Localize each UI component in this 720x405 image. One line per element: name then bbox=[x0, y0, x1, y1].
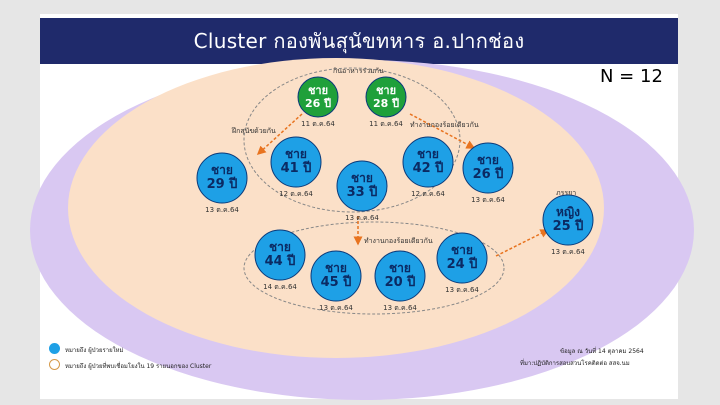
label-same-unit-2: ทำงานกองร้อยเดียวกัน bbox=[364, 237, 433, 245]
case-age: 28 ปี bbox=[372, 97, 400, 110]
case-date: 13 ต.ค.64 bbox=[319, 304, 353, 312]
case-circle-c2 bbox=[365, 76, 407, 118]
case-date: 14 ต.ค.64 bbox=[263, 283, 297, 291]
case-age: 25 ปี bbox=[552, 219, 584, 234]
case-date: 11 ต.ค.64 bbox=[301, 120, 335, 128]
case-circle-c1 bbox=[297, 76, 339, 118]
case-circle-c4 bbox=[270, 136, 322, 188]
case-date: 13 ต.ค.64 bbox=[383, 304, 417, 312]
case-date: 11 ต.ค.64 bbox=[369, 120, 403, 128]
case-age: 42 ปี bbox=[412, 161, 444, 176]
case-age: 29 ปี bbox=[206, 177, 238, 192]
case-age: 45 ปี bbox=[320, 275, 352, 290]
case-date: 13 ต.ค.64 bbox=[345, 214, 379, 222]
case-age: 26 ปี bbox=[472, 167, 504, 182]
inner-cluster-ellipse bbox=[68, 58, 604, 358]
case-sex: ชาย bbox=[269, 240, 291, 254]
case-sex: ชาย bbox=[325, 261, 347, 275]
case-sex: ชาย bbox=[351, 171, 373, 185]
slide-title: Cluster กองพันสุนัขทหาร อ.ปากช่อง bbox=[40, 18, 678, 64]
source-origin: ที่มา:ปฏิบัติการสอบสวนโรคติดต่อ สสจ.นม bbox=[520, 360, 630, 367]
legend-new-case-dot bbox=[49, 343, 60, 354]
case-date: 13 ต.ค.64 bbox=[445, 286, 479, 294]
case-sex: ชาย bbox=[417, 147, 439, 161]
case-sex: ชาย bbox=[389, 261, 411, 275]
sample-size-label: N = 12 bbox=[600, 66, 663, 87]
case-age: 26 ปี bbox=[304, 97, 332, 110]
case-age: 33 ปี bbox=[346, 185, 378, 200]
case-circle-c9 bbox=[254, 229, 306, 281]
work-group-ellipse bbox=[243, 221, 505, 315]
case-sex: ชาย bbox=[285, 147, 307, 161]
arrow-c2-c7 bbox=[409, 113, 476, 149]
case-circle-c11 bbox=[374, 250, 426, 302]
legend-new-case-text: หมายถึง ผู้ป่วยรายใหม่ bbox=[65, 347, 124, 354]
case-sex: หญิง bbox=[556, 205, 580, 219]
case-sex: ชาย bbox=[211, 163, 233, 177]
case-date: 12 ต.ค.64 bbox=[279, 190, 313, 198]
case-sex: ชาย bbox=[451, 243, 473, 257]
case-circle-c8 bbox=[542, 194, 594, 246]
case-sex: ชาย bbox=[307, 84, 329, 97]
legend-cluster-case-dot bbox=[49, 359, 60, 370]
case-circle-c12 bbox=[436, 232, 488, 284]
case-date: 13 ต.ค.64 bbox=[551, 248, 585, 256]
label-wife: ภรรยา bbox=[556, 189, 577, 197]
case-circle-c6 bbox=[402, 136, 454, 188]
case-age: 24 ปี bbox=[446, 257, 478, 272]
case-date: 13 ต.ค.64 bbox=[205, 206, 239, 214]
case-age: 44 ปี bbox=[264, 254, 296, 269]
case-age: 20 ปี bbox=[384, 275, 416, 290]
case-age: 41 ปี bbox=[280, 161, 312, 176]
case-circle-c5 bbox=[336, 160, 388, 212]
label-same-unit-1: ทำงานกองร้อยเดียวกัน bbox=[410, 121, 479, 129]
case-circle-c10 bbox=[310, 250, 362, 302]
case-circle-c7 bbox=[462, 142, 514, 194]
case-sex: ชาย bbox=[477, 153, 499, 167]
case-date: 12 ต.ค.64 bbox=[411, 190, 445, 198]
label-close-contact: ฝึกสุนัขด้วยกัน bbox=[232, 127, 276, 135]
case-sex: ชาย bbox=[375, 84, 397, 97]
source-date: ข้อมูล ณ วันที่ 14 ตุลาคม 2564 bbox=[560, 348, 644, 355]
case-circle-c3 bbox=[196, 152, 248, 204]
case-date: 13 ต.ค.64 bbox=[471, 196, 505, 204]
label-eat-together: กินอาหารร่วมกัน bbox=[333, 67, 384, 75]
legend-cluster-case-text: หมายถึง ผู้ป่วยที่พบเชื่อมโยงใน 19 รายนอ… bbox=[65, 363, 212, 370]
